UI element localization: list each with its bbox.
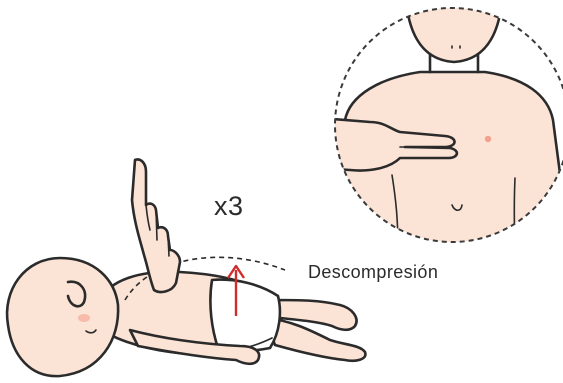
infant-diaper xyxy=(210,280,280,351)
decompression-label: Descompresión xyxy=(308,262,438,283)
repeat-count-label: x3 xyxy=(214,191,244,222)
magnified-chest-detail xyxy=(320,0,563,250)
infant-head xyxy=(7,258,118,376)
detail-nipple-right xyxy=(485,136,491,142)
infant-cheek xyxy=(78,314,90,322)
detail-head xyxy=(405,0,503,62)
infant-ear xyxy=(68,282,85,307)
